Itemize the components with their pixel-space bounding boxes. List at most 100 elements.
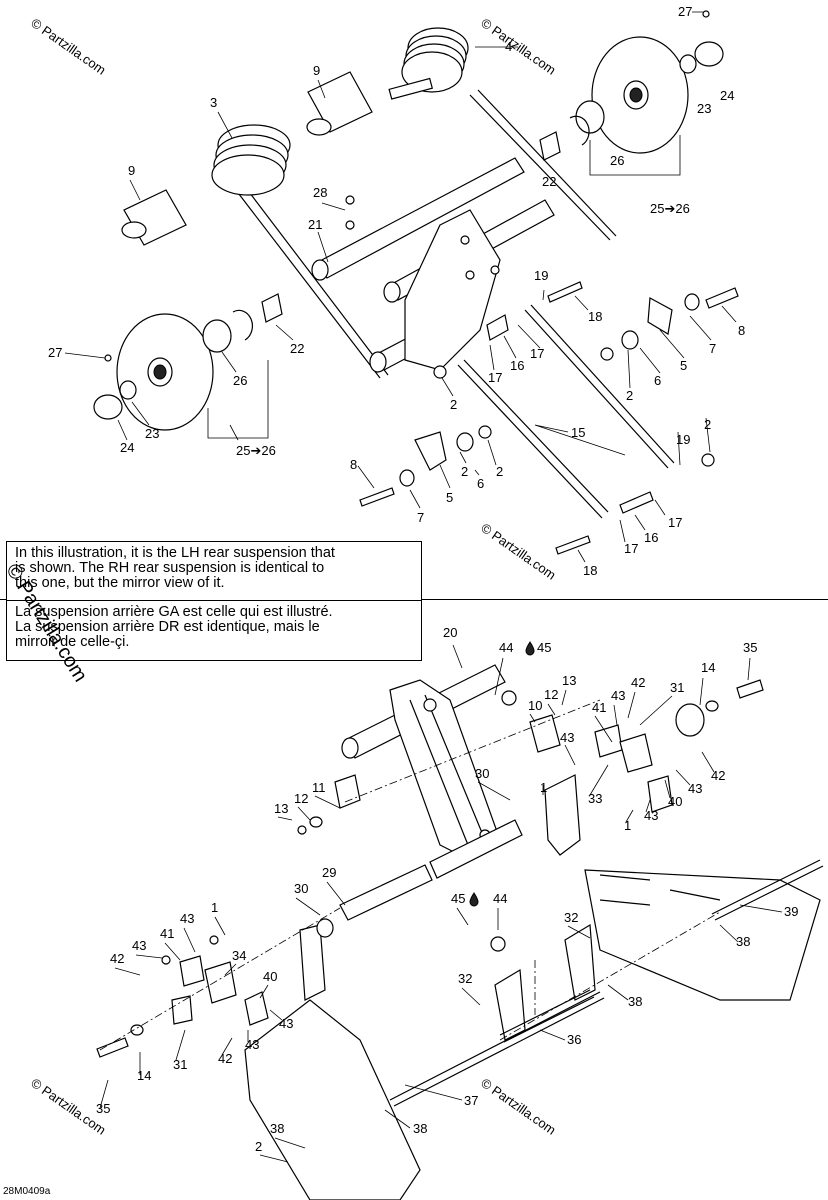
callout: 21 bbox=[308, 217, 322, 232]
callout: 45 bbox=[537, 640, 551, 655]
callout: 43 bbox=[688, 781, 702, 796]
callout: 5 bbox=[446, 490, 453, 505]
note-box: In this illustration, it is the LH rear … bbox=[6, 541, 422, 661]
shaft-29 bbox=[339, 864, 433, 921]
callout: 37 bbox=[464, 1093, 478, 1108]
callout: 19 bbox=[534, 268, 548, 283]
callout: 42 bbox=[631, 675, 645, 690]
arm-frame bbox=[404, 209, 501, 371]
callout: 43 bbox=[132, 938, 146, 953]
callout: 16 bbox=[644, 530, 658, 545]
idler-wheel-right bbox=[539, 36, 724, 176]
callout: 8 bbox=[738, 323, 745, 338]
callout: 43 bbox=[245, 1037, 259, 1052]
spring-4 bbox=[388, 27, 469, 100]
spring-3 bbox=[211, 124, 389, 379]
callout: 13 bbox=[274, 801, 288, 816]
callout: 2 bbox=[255, 1139, 262, 1154]
note-line: is shown. The RH rear suspension is iden… bbox=[15, 560, 325, 576]
callout: 45 bbox=[451, 891, 465, 906]
callout: 28 bbox=[313, 185, 327, 200]
callout: 17 bbox=[488, 370, 502, 385]
note-line: La suspension arrière DR est identique, … bbox=[15, 619, 320, 635]
callout: 41 bbox=[592, 700, 606, 715]
callout: 38 bbox=[413, 1121, 427, 1136]
callout: 1 bbox=[540, 780, 547, 795]
bottom-assembly bbox=[96, 664, 824, 1200]
callout: 7 bbox=[709, 341, 716, 356]
rail-frame bbox=[584, 869, 821, 1001]
top-assembly bbox=[93, 10, 739, 555]
callout: 11 bbox=[312, 780, 326, 795]
rail-frame bbox=[244, 999, 421, 1200]
callouts-top: 27 4 9 3 24 23 9 26 22 25➔26 28 21 19 18… bbox=[48, 4, 745, 578]
leader-lines bbox=[64, 11, 783, 1163]
callout: 17 bbox=[530, 346, 544, 361]
callout: 23 bbox=[697, 101, 711, 116]
callouts-bottom: 20 44 45 35 13 14 12 42 31 10 43 41 43 4… bbox=[96, 625, 798, 1154]
link-rods bbox=[457, 304, 675, 519]
callout: 2 bbox=[626, 388, 633, 403]
crossmember-36 bbox=[499, 989, 595, 1043]
callout: 42 bbox=[218, 1051, 232, 1066]
callout: 29 bbox=[322, 865, 336, 880]
callout: 7 bbox=[417, 510, 424, 525]
callout: 13 bbox=[562, 673, 576, 688]
callout: 24 bbox=[120, 440, 134, 455]
callout: 22 bbox=[290, 341, 304, 356]
callout: 19 bbox=[676, 432, 690, 447]
callout: 2 bbox=[450, 397, 457, 412]
callout: 16 bbox=[510, 358, 524, 373]
watermark: © Partzilla.com bbox=[478, 15, 558, 78]
callout: 1 bbox=[624, 818, 631, 833]
callout: 9 bbox=[128, 163, 135, 178]
callout: 30 bbox=[475, 766, 489, 781]
callout: 12 bbox=[294, 791, 308, 806]
callout: 2 bbox=[496, 464, 503, 479]
callout: 14 bbox=[137, 1068, 151, 1083]
callout: 36 bbox=[567, 1032, 581, 1047]
watermark: © Partzilla.com bbox=[28, 15, 108, 78]
callout: 40 bbox=[263, 969, 277, 984]
callout: 35 bbox=[743, 640, 757, 655]
note-line: In this illustration, it is the LH rear … bbox=[15, 545, 335, 561]
callout: 8 bbox=[350, 457, 357, 472]
callout: 43 bbox=[644, 808, 658, 823]
bracket-32 bbox=[564, 923, 596, 1001]
callout: 26 bbox=[233, 373, 247, 388]
callout: 24 bbox=[720, 88, 734, 103]
callout: 15 bbox=[571, 425, 585, 440]
callout: 9 bbox=[313, 63, 320, 78]
callout: 1 bbox=[211, 900, 218, 915]
callout: 38 bbox=[628, 994, 642, 1009]
callout: 14 bbox=[701, 660, 715, 675]
callout: 30 bbox=[294, 881, 308, 896]
callout: 32 bbox=[458, 971, 472, 986]
rod-39 bbox=[711, 859, 824, 921]
callout: 22 bbox=[542, 174, 556, 189]
callout: 43 bbox=[279, 1016, 293, 1031]
sleeve-9 bbox=[306, 71, 373, 136]
callout: 43 bbox=[180, 911, 194, 926]
callout: 32 bbox=[564, 910, 578, 925]
callout: 26 bbox=[610, 153, 624, 168]
callout: 42 bbox=[110, 951, 124, 966]
callout: 5 bbox=[680, 358, 687, 373]
spring-arm bbox=[469, 89, 617, 241]
callout: 6 bbox=[654, 373, 661, 388]
callout: 27 bbox=[48, 345, 62, 360]
callout: 44 bbox=[499, 640, 513, 655]
watermark: © Partzilla.com bbox=[478, 520, 558, 583]
callout: 2 bbox=[461, 464, 468, 479]
callout: 2 bbox=[704, 417, 711, 432]
callout: 18 bbox=[588, 309, 602, 324]
callout: 20 bbox=[443, 625, 457, 640]
callout: 43 bbox=[611, 688, 625, 703]
diagram-code: 28M0409a bbox=[3, 1186, 51, 1197]
callout: 25➔26 bbox=[236, 443, 276, 458]
callout: 33 bbox=[588, 791, 602, 806]
sleeve-9 bbox=[121, 189, 187, 246]
callout: 39 bbox=[784, 904, 798, 919]
callout: 4 bbox=[505, 39, 512, 54]
note-english: In this illustration, it is the LH rear … bbox=[7, 542, 421, 601]
